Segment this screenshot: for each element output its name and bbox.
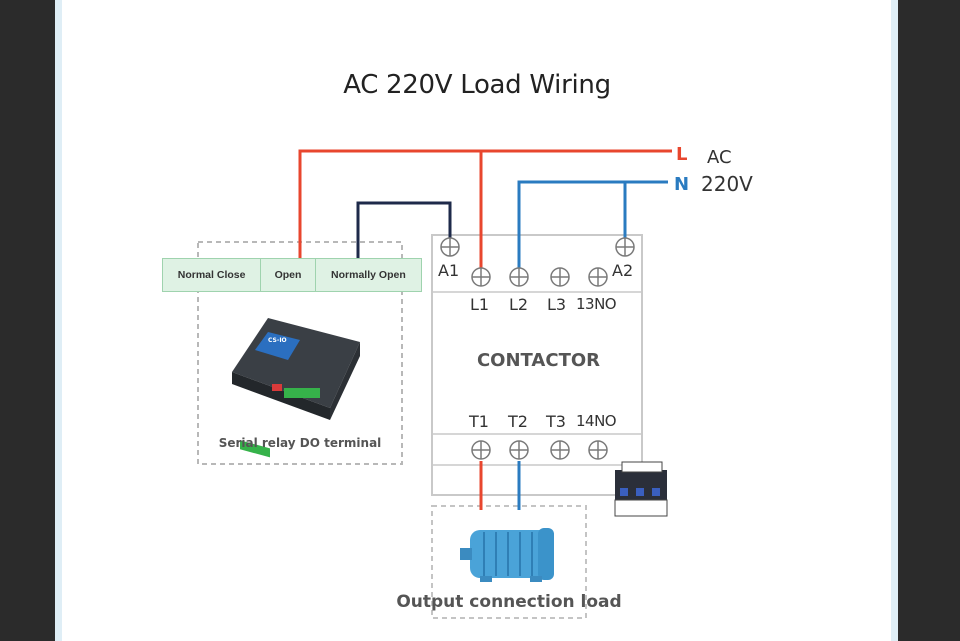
coil-terminal-a2: A2 [612,261,634,280]
terminal-l2: L2 [509,295,529,314]
terminal-normal-close: Normal Close [163,259,262,291]
control-wire [356,201,452,258]
load-caption: Output connection load [396,592,622,612]
terminal-t1: T1 [469,412,489,431]
contactor-name: CONTACTOR [476,350,601,371]
screw-terminals [440,237,635,460]
terminal-l1: L1 [470,295,490,314]
terminal-l3: L3 [547,295,567,314]
terminal-normally-open: Normally Open [331,269,406,281]
load-dashed-box [431,505,587,619]
terminal-t3: T3 [546,412,566,431]
line-label: L [676,144,688,165]
contactor-image [614,461,668,517]
ac-label: AC [707,147,732,168]
terminal-t2: T2 [508,412,528,431]
left-dark-bar [0,0,55,641]
diagram-title: AC 220V Load Wiring [343,70,611,100]
voltage-label: 220V [701,172,753,196]
right-dark-bar [898,0,960,641]
relay-terminal-table: Normal Close Open Normally Open [162,258,422,292]
line-wires [298,149,672,510]
neutral-label: N [674,174,690,195]
relay-module-image [232,318,360,458]
coil-terminal-a1: A1 [438,261,460,280]
relay-caption: Serial relay DO terminal [218,436,382,450]
terminal-14no: 14NO [576,412,617,430]
relay-module-badge: CS-IO [268,337,287,344]
neutral-wires [517,180,668,510]
terminal-open: Open [261,259,316,291]
motor-image [460,528,554,582]
terminal-13no: 13NO [576,295,617,313]
